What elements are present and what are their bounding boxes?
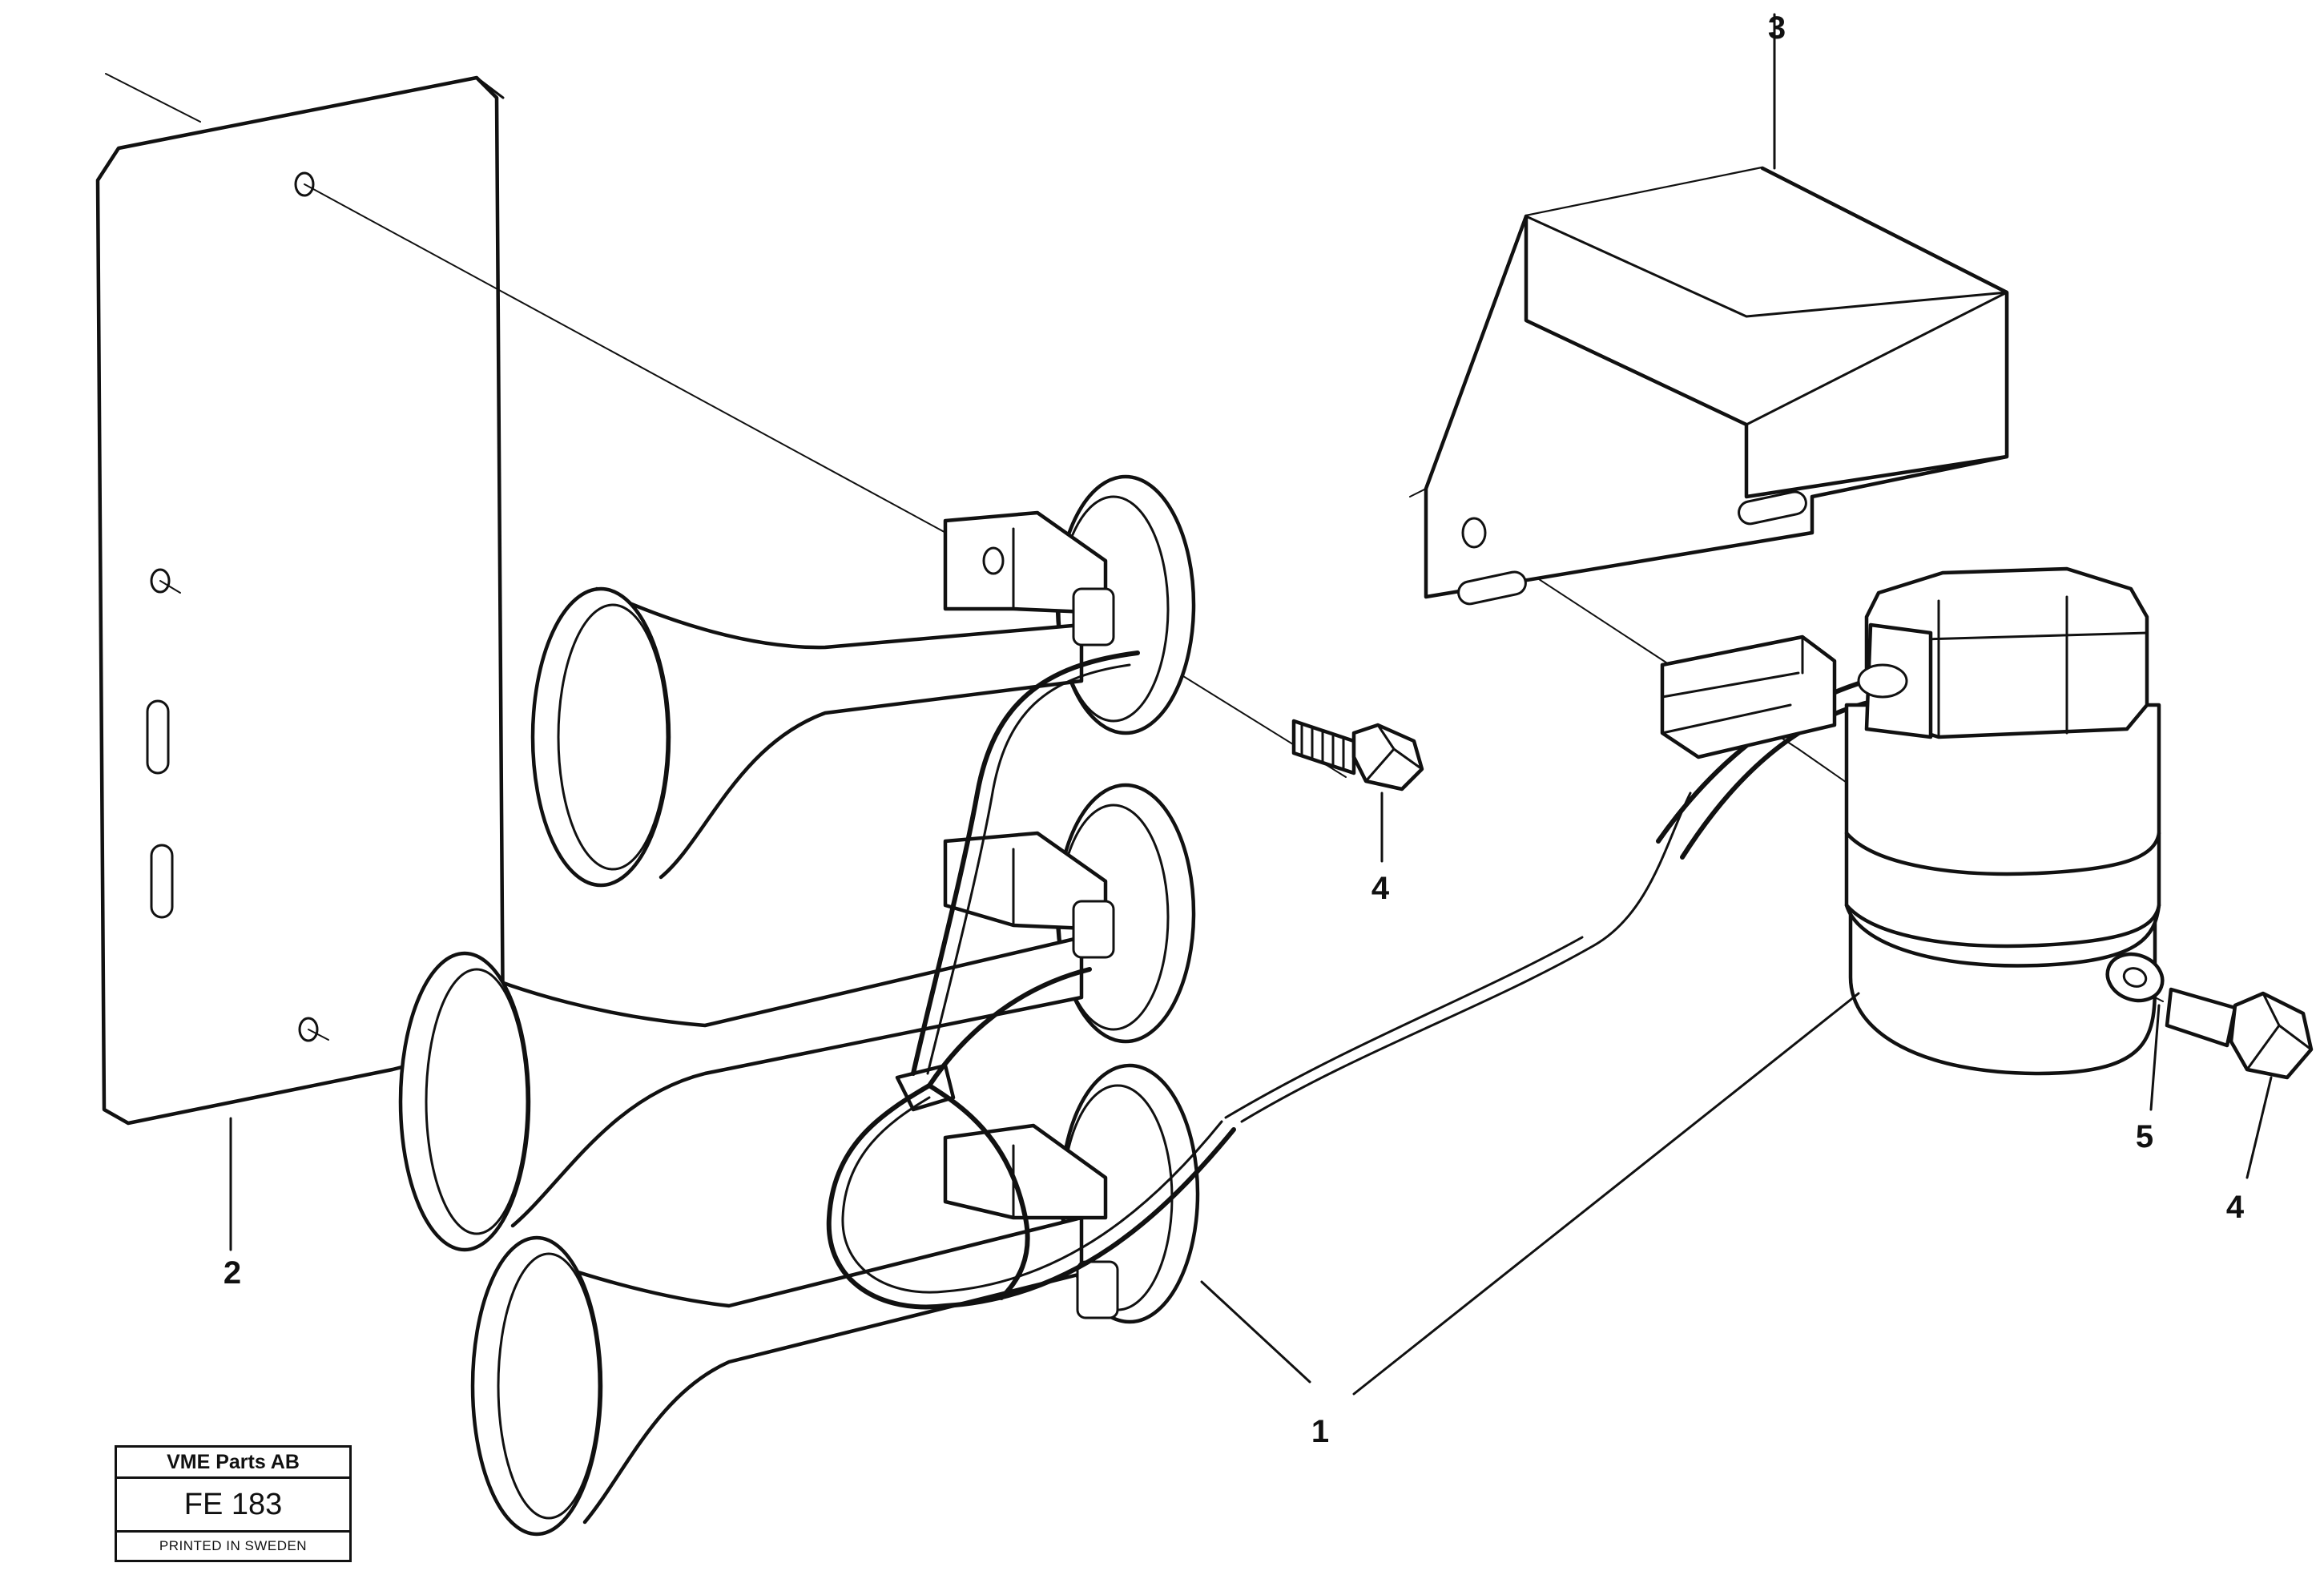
- horn-middle: [398, 783, 1196, 1252]
- callout-5: 5: [2136, 1119, 2153, 1154]
- mounting-plate: [95, 73, 505, 1126]
- drawing-number: FE 183: [117, 1479, 349, 1533]
- callout-4-compressor: 4: [2226, 1190, 2245, 1225]
- screw-horns: [1291, 719, 1424, 792]
- washer: [2105, 952, 2165, 1003]
- compressor-unit: [1660, 566, 2161, 1076]
- printed-note: PRINTED IN SWEDEN: [159, 1538, 308, 1553]
- callout-numbers: 1 2 3 4 4 5: [224, 10, 2245, 1449]
- screw-compressor: [2165, 987, 2314, 1080]
- title-block: VME Parts AB FE 183 PRINTED IN SWEDEN: [115, 1445, 352, 1562]
- horn-top: [530, 474, 1196, 888]
- cover-bracket: [1409, 166, 2009, 606]
- callout-4-horns: 4: [1371, 871, 1390, 906]
- company-name: VME Parts AB: [117, 1448, 349, 1479]
- callout-2: 2: [224, 1255, 241, 1291]
- leader-lines: [229, 13, 2273, 1396]
- callout-1: 1: [1311, 1414, 1329, 1449]
- callout-3: 3: [1768, 10, 1786, 46]
- plate-holes: [146, 171, 329, 1042]
